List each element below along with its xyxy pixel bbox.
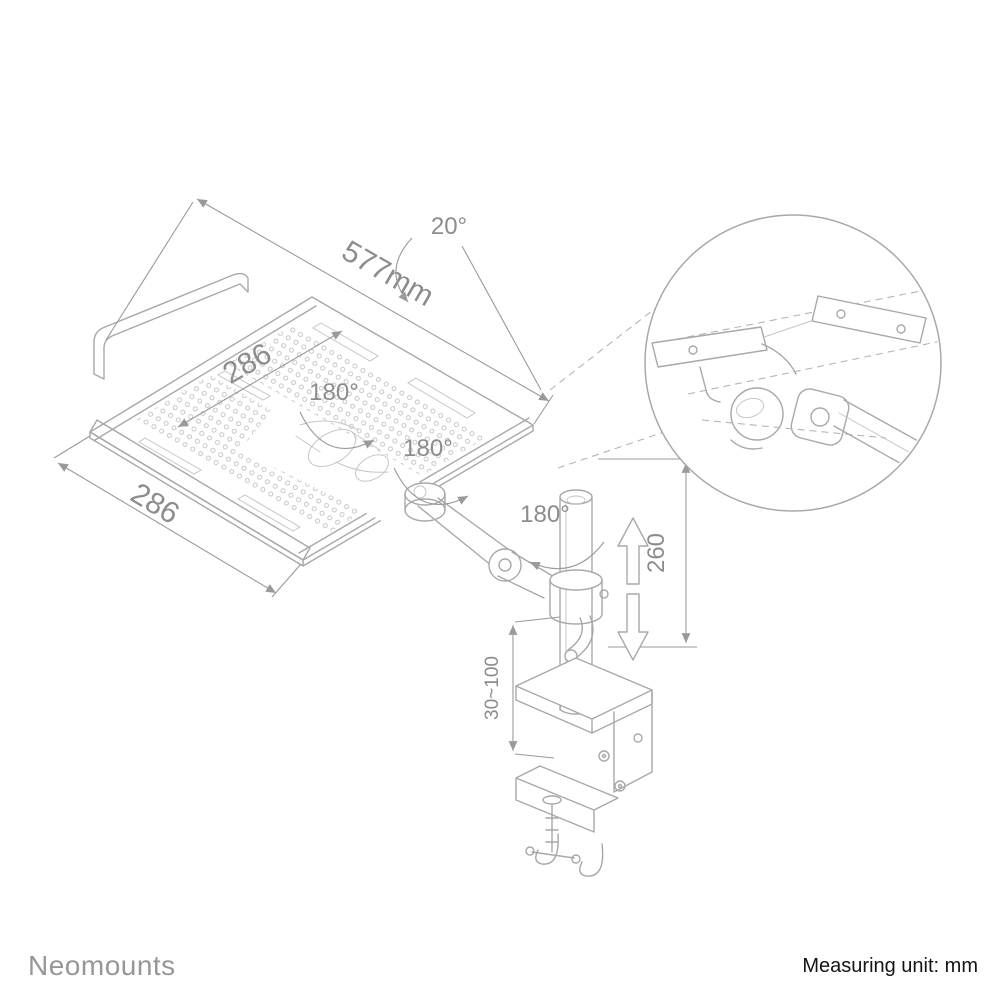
tray-stop-bracket <box>93 272 249 380</box>
leader-line-bottom <box>557 429 671 469</box>
label-rotate-pole: 180° <box>520 501 570 528</box>
label-clamp-capacity: 30~100 <box>482 656 503 720</box>
label-height-range: 260 <box>643 533 670 573</box>
clamp-bolts <box>598 733 643 792</box>
label-width-577: 577mm <box>336 234 439 313</box>
clamp-top-face <box>515 657 653 720</box>
dim-line-286-front <box>57 462 277 594</box>
handle-ball-right <box>571 854 581 864</box>
ext-line-top <box>53 435 91 459</box>
collar-top <box>549 569 603 591</box>
arm-link-1 <box>417 497 513 567</box>
inset-bridge-line <box>763 319 815 338</box>
ext-line-bottom <box>514 753 555 759</box>
cable-hook-left <box>535 833 559 865</box>
dimension-tilt-20: 20° <box>395 213 542 391</box>
clamp-screw-handle <box>531 851 575 859</box>
dimension-clamp-30-100: 30~100 <box>482 616 561 759</box>
mechanism-clearing <box>240 402 440 528</box>
inset-clamp-knob <box>730 387 784 441</box>
up-arrow-icon <box>617 517 649 585</box>
collar-bolt <box>599 589 609 599</box>
label-rotate-arm: 180° <box>403 435 453 462</box>
support-arm <box>417 497 557 599</box>
label-depth-front: 286 <box>125 477 185 531</box>
dim-line-286-top <box>177 330 343 428</box>
inset-circle <box>644 214 942 512</box>
tilt-hinge-left <box>307 428 357 468</box>
tilt-reference-line <box>461 245 542 391</box>
ext-line-bottom <box>271 563 302 598</box>
pole-top-inner <box>566 495 586 505</box>
clamp-screw <box>545 803 559 853</box>
dimension-height-260: 260 <box>598 458 697 661</box>
tension-lever <box>567 615 594 659</box>
inset-connector-curve <box>761 343 797 375</box>
tilt-arrow <box>395 237 413 303</box>
inset-dashed-edge-1 <box>651 287 937 345</box>
mounting-pole <box>549 489 609 715</box>
measuring-unit-note: Measuring unit: mm <box>802 955 978 977</box>
rotation-arrow-pole <box>529 541 605 571</box>
leader-line-top <box>549 306 658 391</box>
inset-lower-curve <box>730 439 763 450</box>
elbow-joint-axis <box>498 558 512 572</box>
tilt-hinge-right <box>355 454 389 482</box>
rotation-tray-180: 180° <box>299 379 375 449</box>
dim-line-577 <box>196 198 550 402</box>
ext-line-left <box>105 201 194 341</box>
inset-hole-3 <box>688 345 698 355</box>
rotation-pole-180: 180° <box>520 501 605 571</box>
handle-ball-left <box>525 846 535 856</box>
inset-swivel-axis <box>810 407 830 427</box>
rotation-arrow-arm <box>393 467 469 505</box>
inset-bracket-arm <box>699 366 721 403</box>
inset-hole-2 <box>896 324 906 334</box>
down-arrow-icon <box>617 593 649 661</box>
rotation-arrow-tray <box>299 411 375 449</box>
brand-logo: Neomounts <box>28 950 176 981</box>
pivot-cylinder-bottom <box>404 498 446 522</box>
inset-knob-highlight <box>735 397 765 419</box>
rotation-arm-180: 180° <box>393 435 469 505</box>
pivot-axis-dot <box>413 485 427 499</box>
inset-dashed-edge-2 <box>687 339 939 395</box>
cable-hook-right <box>579 843 604 877</box>
clamp-bottom-arm <box>515 765 619 833</box>
label-rotate-tray: 180° <box>309 379 359 406</box>
clamp-pad <box>542 795 562 805</box>
elbow-joint <box>488 548 522 582</box>
label-tilt: 20° <box>431 213 467 240</box>
inset-centerline <box>701 419 887 439</box>
inset-swivel-block <box>790 388 850 446</box>
inset-hole-1 <box>836 309 846 319</box>
inset-bracket-plate-left <box>651 326 768 368</box>
ext-line-right <box>533 394 554 425</box>
desk-clamp <box>515 657 653 877</box>
detail-inset <box>549 214 942 512</box>
clamp-spine <box>613 691 653 793</box>
ext-line-top <box>514 616 561 623</box>
